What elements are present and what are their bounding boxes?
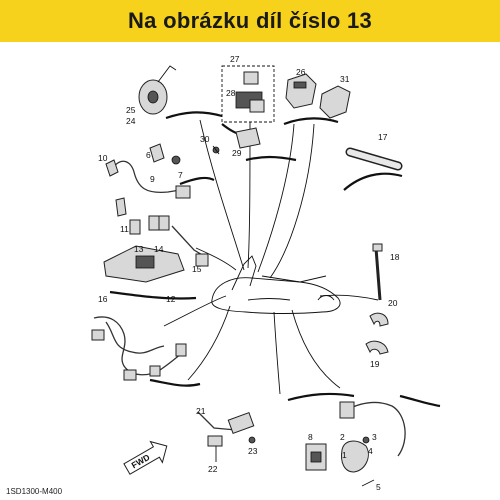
callout-13: 13 xyxy=(134,244,144,254)
callout-19: 19 xyxy=(370,359,380,369)
callout-18: 18 xyxy=(390,252,400,262)
callout-26: 26 xyxy=(296,67,306,77)
callout-numbers: 1 2 3 4 5 6 7 8 9 10 11 12 13 14 15 16 1… xyxy=(98,54,400,492)
cable-tie-clamps xyxy=(365,243,389,355)
callout-28: 28 xyxy=(226,88,236,98)
left-switches xyxy=(105,143,191,217)
callout-1: 1 xyxy=(342,450,347,460)
callout-11: 11 xyxy=(120,224,129,234)
callout-23: 23 xyxy=(248,446,258,456)
title-banner: Na obrázku díl číslo 13 xyxy=(0,0,500,42)
callout-10: 10 xyxy=(98,153,108,163)
tube-part xyxy=(345,147,403,171)
callout-30: 30 xyxy=(200,134,210,144)
callout-9: 9 xyxy=(150,174,155,184)
callout-21: 21 xyxy=(196,406,206,416)
callout-15: 15 xyxy=(192,264,202,274)
callout-3: 3 xyxy=(372,432,377,442)
relay-block xyxy=(221,65,275,123)
fuse-group xyxy=(103,215,209,283)
callout-7: 7 xyxy=(178,170,183,180)
callout-8: 8 xyxy=(308,432,313,442)
callout-25: 25 xyxy=(126,105,136,115)
bracket-29 xyxy=(212,127,261,155)
callout-27: 27 xyxy=(230,54,240,64)
callout-12: 12 xyxy=(166,294,176,304)
callout-22: 22 xyxy=(208,464,218,474)
wire-harness xyxy=(91,316,187,381)
fwd-arrow-icon: FWD xyxy=(123,440,168,475)
motorcycle-outline xyxy=(211,255,341,314)
leader-lines xyxy=(163,119,379,395)
callout-14: 14 xyxy=(154,244,164,254)
callout-24: 24 xyxy=(126,116,136,126)
callout-2: 2 xyxy=(340,432,345,442)
starter-assembly xyxy=(305,401,406,487)
callout-29: 29 xyxy=(232,148,242,158)
drawing-code: 1SD1300-M400 xyxy=(6,487,63,496)
sensor-assembly xyxy=(197,411,256,462)
callout-4: 4 xyxy=(368,446,373,456)
callout-17: 17 xyxy=(378,132,388,142)
callout-6: 6 xyxy=(146,150,151,160)
control-units xyxy=(285,73,351,119)
callout-16: 16 xyxy=(98,294,108,304)
horn-part xyxy=(138,65,177,115)
banner-title: Na obrázku díl číslo 13 xyxy=(127,8,373,33)
callout-31: 31 xyxy=(340,74,350,84)
callout-5: 5 xyxy=(376,482,381,492)
callout-20: 20 xyxy=(388,298,398,308)
